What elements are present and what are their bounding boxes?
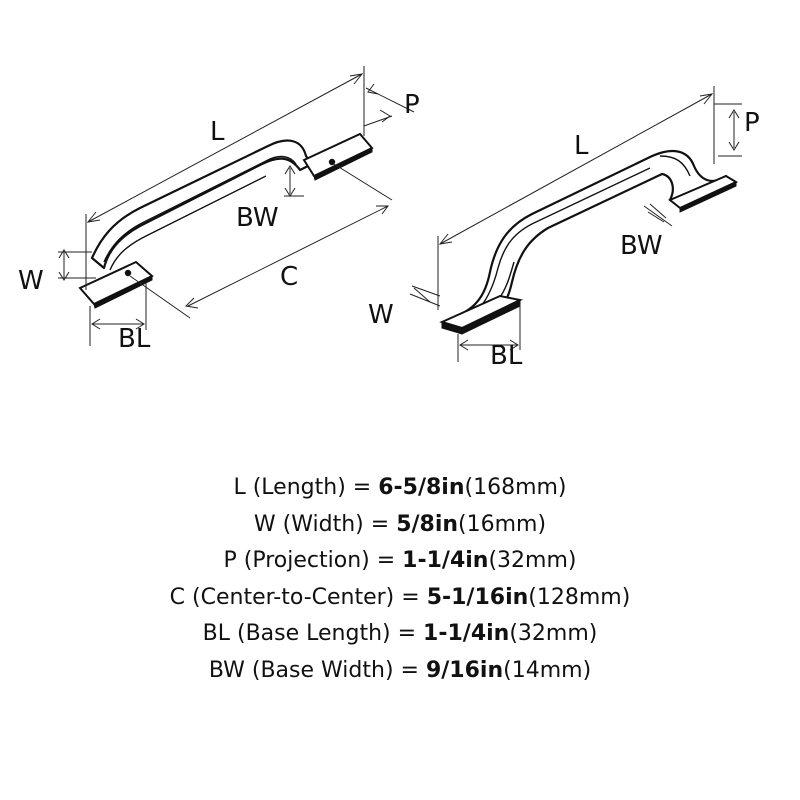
right-W-dimension	[409, 285, 441, 307]
spec-value: 1-1/4in	[402, 548, 489, 574]
right-label-W: W	[368, 300, 394, 330]
right-BW-dimension	[643, 203, 673, 227]
right-handle-view: L P BW W	[368, 86, 760, 371]
left-W-dimension	[58, 249, 96, 281]
spec-metric: (16mm)	[458, 511, 547, 537]
right-label-P: P	[744, 108, 760, 138]
right-BL-dimension	[457, 304, 521, 362]
left-label-W: W	[18, 266, 44, 296]
left-label-C: C	[280, 262, 298, 292]
spec-metric: (32mm)	[509, 621, 598, 647]
spec-value: 5-1/16in	[426, 584, 529, 610]
spec-key: W	[253, 511, 276, 537]
spec-desc: (Center-to-Center) =	[185, 584, 427, 610]
dimension-diagram: L P BW W	[18, 66, 760, 371]
right-label-BW: BW	[620, 231, 663, 261]
specification-list: L (Length) = 6-5/8in(168mm) W (Width) = …	[0, 470, 800, 690]
spec-value: 1-1/4in	[423, 621, 510, 647]
spec-key: P	[223, 548, 237, 574]
spec-width: W (Width) = 5/8in(16mm)	[0, 507, 800, 544]
left-handle-view: L P BW W	[18, 66, 420, 354]
spec-metric: (168mm)	[464, 475, 567, 500]
left-C-dimension	[129, 163, 393, 319]
spec-desc: (Base Width) =	[244, 657, 426, 683]
spec-metric: (128mm)	[528, 584, 631, 610]
spec-metric: (32mm)	[488, 548, 577, 574]
spec-desc: (Length) =	[245, 475, 379, 500]
left-BW-dimension	[284, 165, 304, 197]
spec-center-to-center: C (Center-to-Center) = 5-1/16in(128mm)	[0, 580, 800, 617]
spec-key: BL	[202, 621, 230, 647]
right-label-L: L	[574, 131, 589, 161]
right-label-BL: BL	[490, 341, 523, 371]
spec-value: 5/8in	[396, 511, 459, 537]
spec-key: C	[169, 584, 186, 610]
spec-metric: (14mm)	[503, 657, 592, 683]
spec-key: BW	[208, 657, 245, 683]
spec-length: L (Length) = 6-5/8in(168mm)	[0, 470, 800, 507]
left-P-dimension	[363, 83, 415, 127]
left-label-P: P	[404, 90, 420, 120]
spec-base-width: BW (Base Width) = 9/16in(14mm)	[0, 653, 800, 690]
left-BL-dimension	[89, 282, 147, 346]
spec-key: L	[233, 475, 246, 500]
spec-projection: P (Projection) = 1-1/4in(32mm)	[0, 543, 800, 580]
left-label-BW: BW	[236, 203, 279, 233]
spec-desc: (Base Length) =	[230, 621, 424, 647]
left-handle-illustration	[78, 132, 374, 309]
left-label-BL: BL	[118, 324, 151, 354]
spec-value: 9/16in	[425, 657, 504, 683]
left-label-L: L	[210, 117, 225, 147]
spec-base-length: BL (Base Length) = 1-1/4in(32mm)	[0, 616, 800, 653]
right-L-dimension	[437, 86, 715, 310]
right-handle-illustration	[439, 149, 739, 335]
right-P-dimension	[714, 103, 742, 157]
spec-desc: (Width) =	[275, 511, 397, 537]
spec-desc: (Projection) =	[236, 548, 403, 574]
spec-value: 6-5/8in	[378, 475, 465, 500]
